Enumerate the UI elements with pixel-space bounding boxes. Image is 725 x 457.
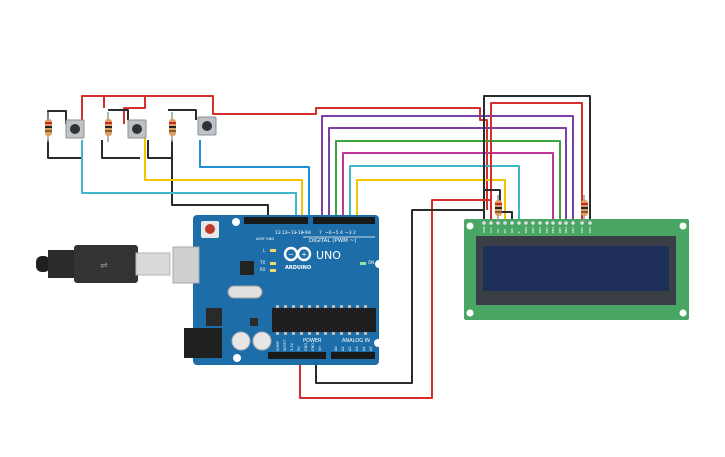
- board-model: UNO: [316, 249, 341, 262]
- wire-red-b2-link[interactable]: [123, 96, 146, 124]
- resistor-icon[interactable]: [45, 112, 52, 142]
- lcd-pin-label: RS: [503, 229, 507, 233]
- lcd-16x2-display[interactable]: GND VCC V0 RS RW E DB0 DB1 DB2 DB3 DB4 D…: [464, 219, 689, 320]
- resistor-icon[interactable]: [169, 112, 176, 142]
- lcd-pin-label: RW: [510, 228, 514, 233]
- lcd-pin-label: DB7: [571, 227, 575, 233]
- aref-label: AREF: [256, 237, 265, 241]
- wire-black-to-gnd[interactable]: [171, 140, 269, 222]
- analog-pin-label: A4: [362, 346, 366, 351]
- lcd-pin-label: LED: [580, 226, 584, 233]
- wire-purple-2[interactable]: [328, 127, 567, 222]
- pin-label: ~9: [301, 230, 308, 236]
- resistor-icon[interactable]: [105, 112, 112, 142]
- power-pin-label: RESET: [283, 339, 287, 351]
- wire-cyan-b1[interactable]: [81, 140, 297, 222]
- pin-label: 8: [308, 230, 311, 236]
- wire-cyan-lcd[interactable]: [349, 165, 520, 222]
- svg-text:−: −: [288, 251, 294, 259]
- power-pin-label: Vin: [318, 345, 322, 351]
- lcd-pin-label: DB1: [531, 227, 535, 233]
- analog-pin-label: A1: [341, 346, 345, 351]
- wire-yellow-b2[interactable]: [144, 124, 303, 222]
- wire-red-5v[interactable]: [299, 199, 491, 399]
- usb-cable-icon[interactable]: ⇌: [36, 245, 171, 283]
- resistor-icon[interactable]: [581, 195, 588, 222]
- svg-text:+: +: [301, 251, 307, 259]
- lcd-pin-label: DB5: [558, 227, 562, 233]
- wire-blue-b3[interactable]: [199, 140, 310, 222]
- digital-pin-labels: 13 12 ~11 ~10 ~9 8 7 ~6 ~5 4 ~3 2: [275, 230, 356, 236]
- pin-label: 13: [275, 230, 281, 236]
- pushbutton-icon[interactable]: [197, 116, 217, 136]
- pin-label: ~3: [345, 230, 352, 236]
- power-pin-label: IOREF: [276, 341, 280, 351]
- pin-label: ~11: [287, 230, 297, 236]
- wire-black-lcd-top[interactable]: [483, 95, 591, 222]
- lcd-pin-label: VCC: [489, 227, 493, 233]
- wire-green[interactable]: [335, 140, 561, 222]
- led-label-rx: RX: [260, 267, 266, 272]
- lcd-pin-label: E: [517, 231, 521, 233]
- power-pin-label: 3.3V: [290, 342, 294, 351]
- analog-label: ANALOG IN: [342, 338, 370, 344]
- pin-label: 4: [340, 230, 343, 236]
- pin-label: ~6: [325, 230, 332, 236]
- power-pin-label: GND: [311, 343, 315, 351]
- analog-pin-label: A5: [369, 346, 373, 351]
- gnd-label: GND: [266, 237, 274, 241]
- on-label: ON: [368, 260, 374, 265]
- wire-magenta[interactable]: [342, 152, 554, 222]
- lcd-pin-label: DB2: [538, 227, 542, 233]
- wire-purple-1[interactable]: [321, 115, 574, 222]
- analog-pin-label: A3: [355, 346, 359, 351]
- lcd-pin-label: GND: [482, 225, 486, 233]
- lcd-screen: [483, 246, 669, 291]
- wire-black-gnd[interactable]: [315, 209, 484, 384]
- resistor-icon[interactable]: [495, 195, 502, 222]
- infinity-logo-icon: − +: [283, 246, 312, 262]
- lcd-pin-label: DB6: [564, 227, 568, 233]
- lcd-pin-label: V0: [496, 229, 500, 233]
- power-pin-label: 5V: [297, 346, 301, 351]
- pin-label: ~10: [294, 230, 304, 236]
- analog-pin-label: A2: [348, 346, 352, 351]
- digital-label: DIGITAL (PWM ~): [309, 238, 356, 244]
- lcd-pin-label: LED: [588, 226, 592, 233]
- power-pin-label: GND: [304, 343, 308, 351]
- pushbutton-icon[interactable]: [65, 119, 85, 139]
- wire-red-lcd-top[interactable]: [490, 102, 583, 222]
- pushbutton-icon[interactable]: [127, 119, 147, 139]
- board-brand: ARDUINO: [285, 265, 311, 271]
- lcd-pin-label: DB4: [551, 227, 555, 233]
- led-label-l: L: [263, 248, 266, 253]
- pin-label: ~5: [332, 230, 339, 236]
- analog-pin-label: A0: [334, 346, 338, 351]
- arduino-uno-board[interactable]: DIGITAL (PWM ~) AREF GND 13 12 ~11 ~10 ~…: [172, 215, 383, 365]
- pin-label: 2: [353, 230, 356, 236]
- lcd-pin-label: DB0: [524, 227, 528, 233]
- pin-label: 12: [282, 230, 288, 236]
- power-label: POWER: [303, 338, 322, 344]
- svg-text:⇌: ⇌: [100, 261, 108, 271]
- wire-black-ground-chain[interactable]: [47, 109, 197, 159]
- lcd-pin-label: DB3: [545, 227, 549, 233]
- wire-yellow-lcd[interactable]: [356, 179, 506, 222]
- led-label-tx: TX: [259, 260, 265, 265]
- pin-label: 7: [319, 230, 322, 236]
